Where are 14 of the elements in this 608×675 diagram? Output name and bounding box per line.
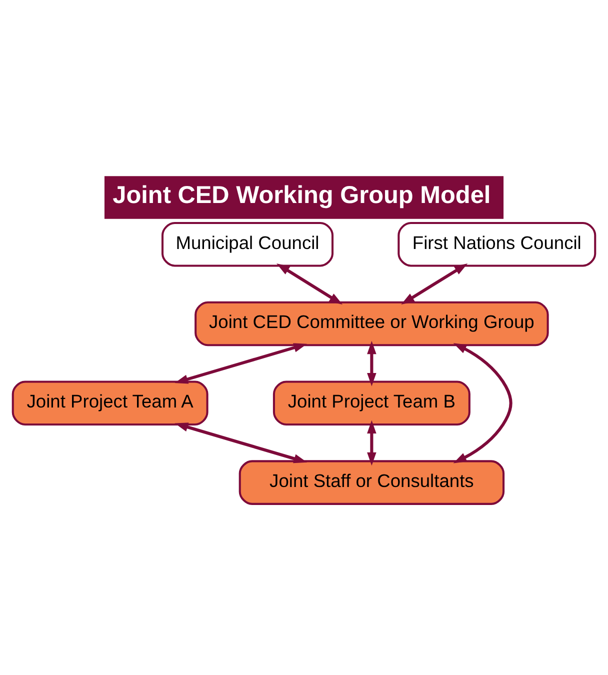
node-box: Joint Project Team B: [272, 380, 470, 426]
arrow: [367, 420, 376, 466]
diagram-title: Joint CED Working Group Model: [112, 181, 491, 208]
arrow: [174, 422, 308, 463]
node-box: Joint Project Team A: [12, 380, 208, 426]
arrow: [367, 340, 376, 386]
arrow: [174, 342, 308, 384]
arrow: [276, 262, 343, 304]
node-box: Joint CED Committee or Working Group: [194, 300, 549, 346]
arrow: [401, 262, 468, 304]
node-box: First Nations Council: [398, 221, 596, 266]
node-box: Municipal Council: [161, 221, 334, 266]
node-box: Joint Staff or Consultants: [238, 460, 505, 504]
arrow: [453, 342, 512, 463]
